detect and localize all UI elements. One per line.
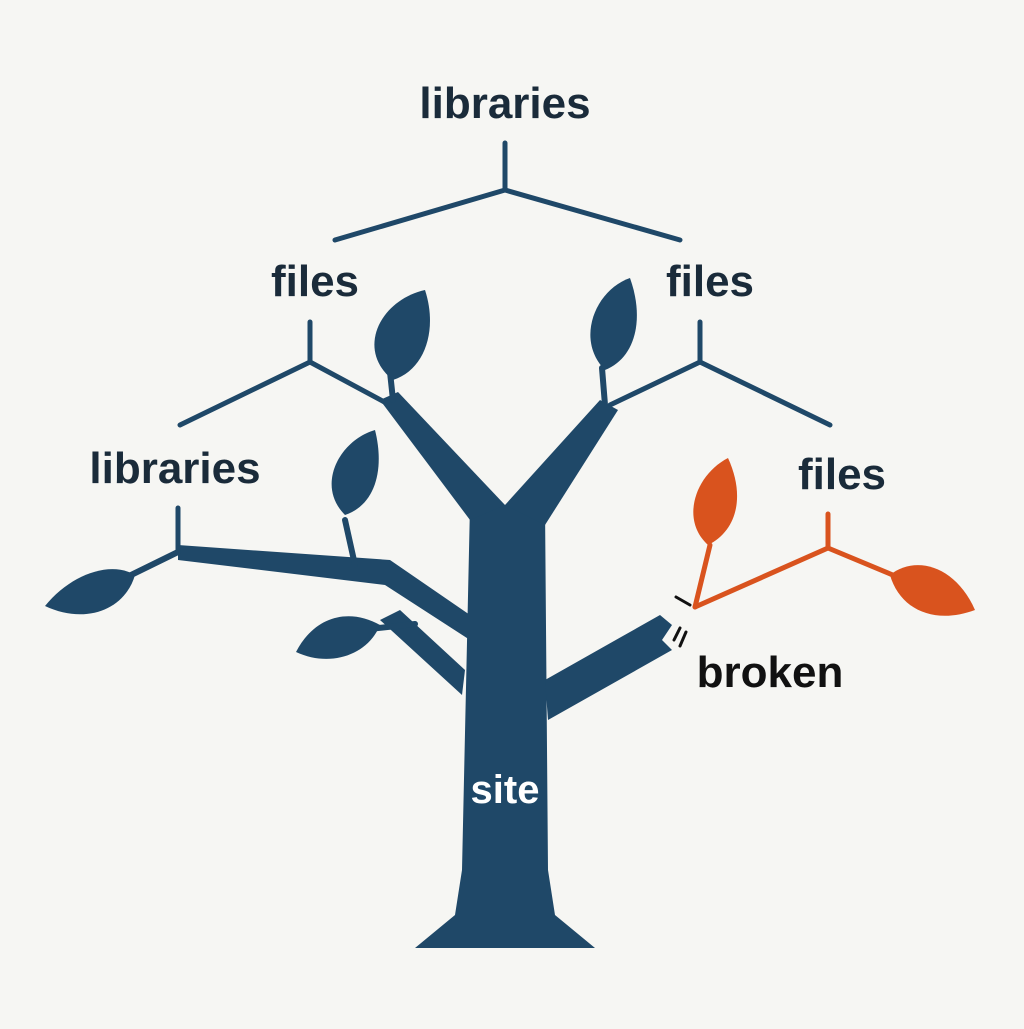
label-libraries-left: libraries xyxy=(89,444,260,493)
label-files-broken: files xyxy=(798,450,886,499)
leaf-icon xyxy=(331,430,379,515)
label-files-left: files xyxy=(271,257,359,306)
leaf-icon xyxy=(590,278,637,370)
orange-leaf-icon xyxy=(890,565,975,616)
label-trunk-site: site xyxy=(471,768,540,812)
left-short-branch xyxy=(380,610,465,695)
files-left-connector xyxy=(177,319,393,428)
tree-body xyxy=(178,392,672,948)
broken-stub xyxy=(545,615,672,720)
right-fork-branch xyxy=(505,400,618,525)
label-broken: broken xyxy=(697,648,844,697)
trunk xyxy=(415,505,595,948)
orange-leaf-icon xyxy=(693,458,738,545)
left-long-branch xyxy=(178,545,470,640)
files-right-connector xyxy=(607,319,833,428)
left-fork-branch xyxy=(380,392,505,520)
break-marks xyxy=(672,595,692,648)
label-top-libraries: libraries xyxy=(419,79,590,128)
leaf-icon xyxy=(374,290,430,380)
blue-leaves xyxy=(45,278,637,659)
top-connector xyxy=(332,140,683,243)
broken-branch xyxy=(672,458,975,648)
leaf-icon xyxy=(45,569,135,615)
leaf-icon xyxy=(296,616,380,659)
label-files-right: files xyxy=(666,257,754,306)
